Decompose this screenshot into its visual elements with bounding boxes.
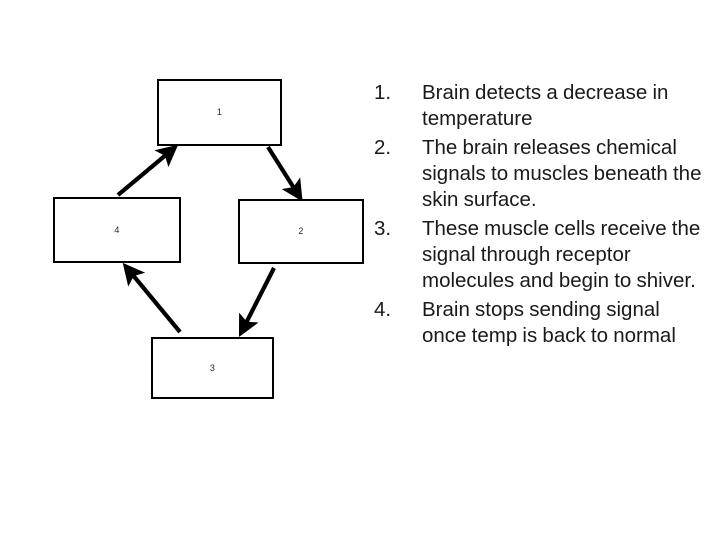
diagram-node-4[interactable]: 4 xyxy=(53,197,181,263)
list-item-text: These muscle cells receive the signal th… xyxy=(422,217,701,292)
list-item-text: The brain releases chemical signals to m… xyxy=(422,136,702,211)
list-item-number: 3. xyxy=(374,217,392,240)
list-item-text: Brain stops sending signal once temp is … xyxy=(422,298,676,347)
diagram-node-1[interactable]: 1 xyxy=(157,79,282,146)
arrow-2-to-3 xyxy=(238,267,276,337)
diagram-node-3[interactable]: 3 xyxy=(151,337,274,399)
diagram-node-1-label: 1 xyxy=(216,107,223,117)
diagram-node-2-label: 2 xyxy=(298,226,304,236)
diagram-node-2[interactable]: 2 xyxy=(238,199,364,264)
list-item-text: Brain detects a decrease in temperature xyxy=(422,81,669,130)
list-item-number: 1. xyxy=(374,81,392,104)
arrow-4-to-1 xyxy=(116,144,179,197)
cycle-diagram: 1 4 2 3 xyxy=(0,0,380,440)
arrow-1-to-2 xyxy=(266,145,303,202)
diagram-node-3-label: 3 xyxy=(209,362,216,373)
list-item-number: 2. xyxy=(374,136,392,159)
diagram-arrows xyxy=(116,144,303,337)
list-item: 3. These muscle cells receive the signal… xyxy=(374,216,704,294)
diagram-node-4-label: 4 xyxy=(114,224,120,235)
steps-list: 1. Brain detects a decrease in temperatu… xyxy=(374,80,704,352)
list-item-number: 4. xyxy=(374,298,392,321)
list-item: 1. Brain detects a decrease in temperatu… xyxy=(374,80,704,132)
arrow-3-to-4 xyxy=(122,262,182,334)
list-item: 4. Brain stops sending signal once temp … xyxy=(374,297,704,349)
list-item: 2. The brain releases chemical signals t… xyxy=(374,135,704,213)
